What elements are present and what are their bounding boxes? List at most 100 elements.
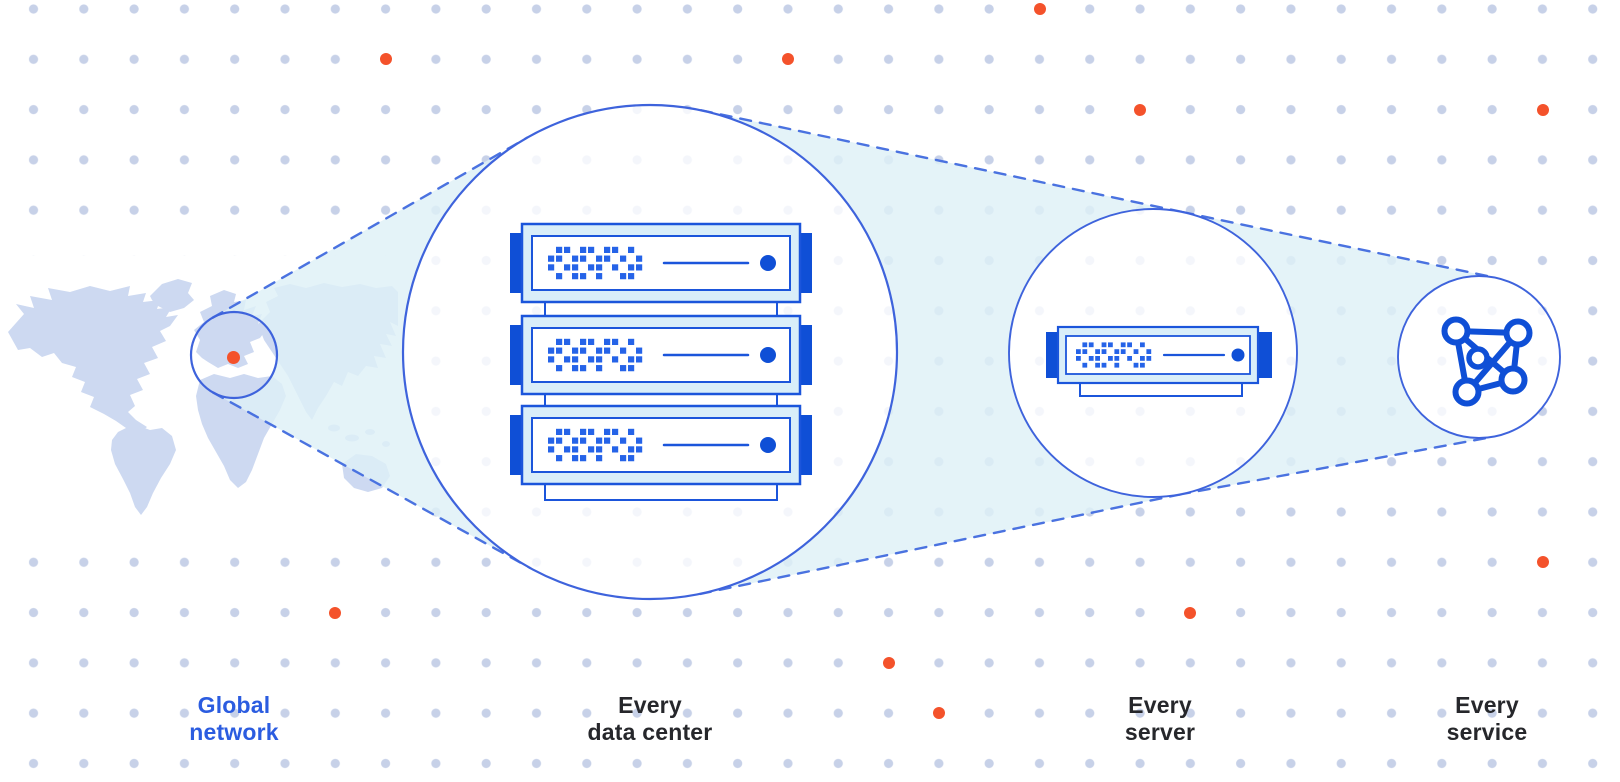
orange-dot bbox=[882, 656, 895, 669]
dashed-tangent bbox=[699, 109, 1185, 214]
dither-pixel bbox=[572, 255, 579, 262]
dither-pixel bbox=[556, 365, 563, 372]
dither-pixel bbox=[1095, 362, 1100, 368]
dither-pixel bbox=[580, 255, 587, 262]
dither-pixel bbox=[612, 264, 619, 271]
dither-pixel bbox=[564, 428, 571, 435]
orange-dot bbox=[379, 53, 392, 66]
dither-pixel bbox=[596, 347, 603, 354]
server-faceplate bbox=[531, 327, 791, 383]
map-focus-circle bbox=[189, 310, 279, 400]
dither-pixel bbox=[1127, 356, 1132, 361]
dither-pixel bbox=[596, 365, 603, 372]
server-power-led bbox=[760, 437, 776, 453]
dashed-tangent bbox=[1181, 210, 1497, 279]
dither-pixel bbox=[604, 255, 611, 262]
dither-pixel bbox=[596, 264, 603, 271]
dither-pixel bbox=[620, 437, 627, 444]
dither-pixel bbox=[636, 446, 643, 453]
dashed-tangent bbox=[211, 391, 532, 570]
network-graph-icon bbox=[1441, 316, 1533, 407]
dither-pixel bbox=[1095, 356, 1100, 361]
dither-pixel bbox=[636, 347, 643, 354]
orange-dot bbox=[932, 707, 945, 720]
zoom-cones bbox=[211, 109, 1497, 596]
dither-pixel bbox=[596, 255, 603, 262]
dither-pixel bbox=[580, 347, 587, 354]
dither-pixel bbox=[604, 246, 611, 253]
server-power-led bbox=[760, 347, 776, 363]
dither-pixel bbox=[1101, 349, 1107, 354]
dither-pixel bbox=[580, 365, 587, 372]
dither-pixel bbox=[596, 437, 603, 444]
dither-pixel bbox=[556, 455, 563, 462]
dither-pixel bbox=[580, 437, 587, 444]
dither-pixel bbox=[556, 428, 563, 435]
dither-pixel bbox=[628, 365, 635, 372]
stage-label-every-server: Every server bbox=[1124, 692, 1196, 745]
dither-pixel bbox=[596, 446, 603, 453]
dither-pixel bbox=[628, 356, 635, 363]
zoom-cone-datacenter-to-server bbox=[700, 110, 1183, 594]
dither-pixel bbox=[636, 356, 643, 363]
orange-dot bbox=[329, 606, 342, 619]
dashed-tangent bbox=[698, 492, 1184, 596]
dither-pixel bbox=[1146, 349, 1152, 354]
dither-pixel bbox=[1082, 349, 1088, 354]
server-unit bbox=[510, 404, 812, 501]
continent-greenland bbox=[150, 279, 194, 312]
vent-pixel-pattern bbox=[548, 246, 643, 280]
network-node bbox=[1452, 377, 1482, 407]
dither-pixel bbox=[1140, 356, 1145, 361]
zoom-cone-server-to-service bbox=[1179, 212, 1496, 495]
dither-pixel bbox=[1140, 362, 1145, 368]
dither-pixel bbox=[612, 446, 619, 453]
dither-pixel bbox=[620, 347, 627, 354]
dither-pixel bbox=[548, 356, 555, 363]
server-faceplate bbox=[531, 235, 791, 291]
dashed-tangent bbox=[211, 136, 529, 319]
dither-pixel bbox=[620, 455, 627, 462]
dither-pixel bbox=[628, 273, 635, 280]
stage-label-every-service: Every service bbox=[1446, 692, 1528, 745]
dither-pixel bbox=[636, 255, 643, 262]
dither-pixel bbox=[548, 255, 555, 262]
dither-pixel bbox=[596, 455, 603, 462]
dither-pixel bbox=[612, 246, 619, 253]
orange-dot bbox=[1033, 3, 1046, 15]
dither-pixel bbox=[548, 347, 555, 354]
dither-pixel bbox=[1088, 356, 1094, 361]
server-power-led bbox=[1231, 348, 1245, 362]
vent-pixel-pattern bbox=[548, 428, 643, 462]
dither-pixel bbox=[636, 437, 643, 444]
dither-pixel bbox=[548, 446, 555, 453]
dither-pixel bbox=[556, 273, 563, 280]
dither-pixel bbox=[596, 273, 603, 280]
dither-pixel bbox=[556, 255, 563, 262]
dither-pixel bbox=[548, 437, 555, 444]
dither-pixel bbox=[1120, 349, 1126, 354]
dither-pixel bbox=[564, 264, 571, 271]
dither-pixel bbox=[580, 246, 587, 253]
dither-pixel bbox=[588, 264, 595, 271]
dither-pixel bbox=[1108, 356, 1113, 361]
stage-label-every-data-center: Every data center bbox=[587, 692, 713, 745]
network-node bbox=[1503, 318, 1533, 348]
dither-pixel bbox=[636, 264, 643, 271]
dither-pixel bbox=[1120, 342, 1126, 348]
dither-pixel bbox=[628, 264, 635, 271]
orange-dot bbox=[1536, 556, 1549, 569]
dashed-tangent bbox=[1177, 435, 1495, 496]
dither-pixel bbox=[612, 356, 619, 363]
dither-pixel bbox=[604, 347, 611, 354]
server-faceplate bbox=[531, 417, 791, 473]
dither-pixel bbox=[1095, 349, 1100, 354]
dither-pixel bbox=[564, 338, 571, 345]
dither-pixel bbox=[628, 428, 635, 435]
dither-pixel bbox=[1076, 349, 1081, 354]
dither-pixel bbox=[1114, 349, 1120, 354]
dither-pixel bbox=[628, 246, 635, 253]
dither-pixel bbox=[572, 356, 579, 363]
dither-pixel bbox=[1114, 362, 1120, 368]
